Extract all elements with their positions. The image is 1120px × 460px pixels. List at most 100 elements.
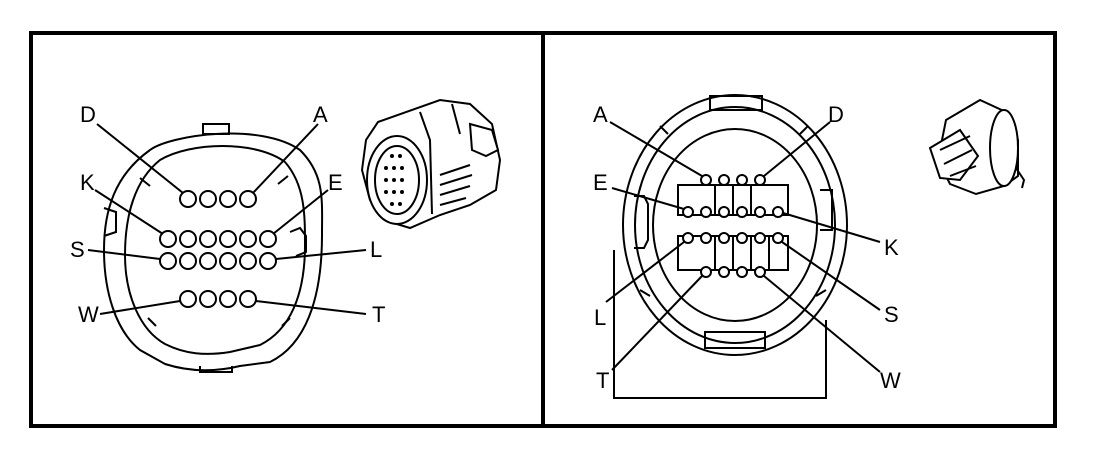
right-label-s: S [884,302,899,327]
right-shell-ribs [639,125,833,297]
right-connector-face [652,128,818,322]
left-connector-face-pins [384,154,404,206]
terminal-contact [700,266,712,278]
terminal-contact [736,232,748,244]
terminal-contact [772,232,784,244]
leader-line-a [609,121,703,177]
terminal-contact [718,206,730,218]
terminal-contact [700,232,712,244]
terminal-contact [754,174,766,186]
left-label-t: T [372,302,385,327]
left-rib-1 [139,177,151,187]
face-pin [392,166,396,170]
left-label-l: L [370,237,382,262]
pin-cavity [199,252,217,270]
leader-line-d [763,121,831,177]
left-label-s: S [70,237,85,262]
left-rib-4 [281,317,291,327]
pin-cavity [259,230,277,248]
pin-cavity [239,230,257,248]
left-label-d: D [80,102,96,127]
leader-line-e [272,189,329,235]
right-connector-ring [989,109,1019,187]
leader-line-w [763,275,881,373]
right-label-w: W [880,368,901,393]
terminal-contact [700,206,712,218]
leader-line-k [782,212,881,243]
leader-line-l [605,241,685,303]
leader-line-a [252,123,319,194]
pin-cavity [179,190,197,208]
face-pin [384,178,388,182]
pin-cavity [239,190,257,208]
leader-line-t [611,275,703,371]
right-connector-inner-shell [634,106,836,344]
right-label-e: E [593,170,608,195]
right-label-t: T [596,368,609,393]
terminal-contact [736,174,748,186]
pin-cavity [179,252,197,270]
right-leader-lines [605,121,881,373]
right-mounting-bracket [613,250,827,399]
left-rib-3 [147,317,157,327]
left-bottom-tab [199,366,233,373]
face-pin [392,190,396,194]
leader-line-l [275,249,367,260]
leader-line-t [255,300,367,315]
leader-line-k [94,189,164,235]
left-left-notch [103,207,117,237]
leader-line-d [96,123,184,194]
left-right-notch [289,226,307,257]
right-top-key [709,95,763,111]
left-connector-ribs [439,164,473,206]
left-connector-latch [468,122,500,158]
face-pin [384,166,388,170]
pin-cavity [219,190,237,208]
pin-cavity [219,290,237,308]
right-label-a: A [593,102,608,127]
left-label-w: W [78,302,99,327]
pin-cavity [179,230,197,248]
terminal-contact [718,266,730,278]
terminal-contact [718,232,730,244]
pin-cavity [239,290,257,308]
face-pin [390,154,394,158]
leader-line-s [781,241,881,311]
face-pin [400,178,404,182]
right-connector-tail [1015,167,1026,189]
face-pin [398,154,402,158]
face-pin [392,178,396,182]
face-pin [400,190,404,194]
right-label-l: L [594,305,606,330]
left-label-e: E [328,170,343,195]
face-pin [384,190,388,194]
pin-cavity [199,290,217,308]
left-connector-perspective [360,98,502,230]
pin-cavity [159,252,177,270]
face-pin [398,202,402,206]
right-panel-connector-face [622,94,848,356]
pin-cavity [199,230,217,248]
left-connector-face-rim [374,145,420,215]
pin-cavity [219,230,237,248]
pin-cavity [259,252,277,270]
left-leader-lines [87,123,367,315]
right-label-k: K [884,235,899,260]
left-connector-side-detail [419,103,461,215]
right-bottom-key [704,331,766,349]
right-connector-lever [939,135,977,177]
left-label-a: A [313,102,328,127]
terminal-contact [700,174,712,186]
pin-cavity [179,290,197,308]
terminal-contact [682,206,694,218]
face-pin [390,202,394,206]
right-label-d: D [828,102,844,127]
left-top-key [202,123,230,135]
terminal-contact [754,206,766,218]
left-label-k: K [80,170,95,195]
terminal-contact [754,232,766,244]
bracket-outline [613,250,827,399]
terminal-contact [682,232,694,244]
face-pin [400,166,404,170]
